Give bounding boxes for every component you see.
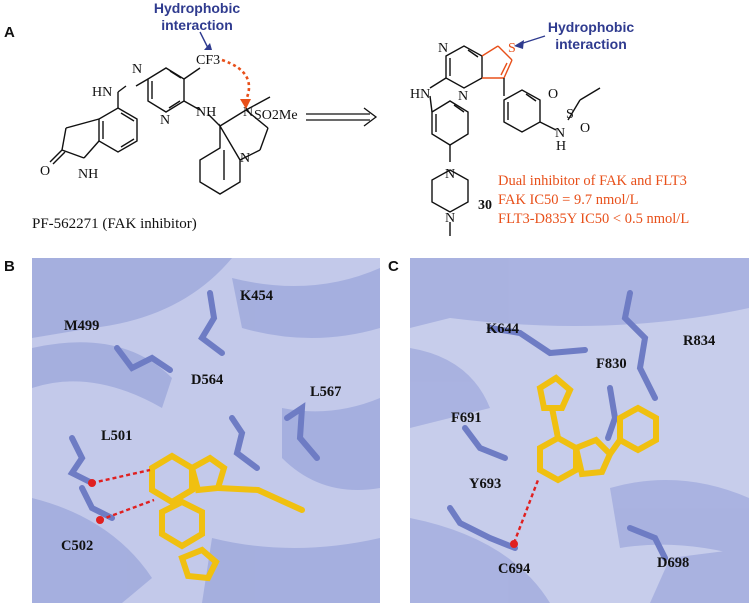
panel-b-ligand: [149, 452, 305, 582]
atom-so2me: SO2Me: [254, 108, 298, 123]
atom-n4: N: [240, 151, 250, 166]
hydrophobic-label-left-line2: interaction: [161, 17, 233, 33]
atom-nh2: NH: [78, 167, 98, 182]
hydrophobic-label-left: Hydrophobic interaction: [132, 0, 262, 34]
atom30-n4: N: [445, 211, 455, 226]
panel-b-hbonds: [91, 468, 155, 522]
panel-b-scene: [32, 258, 380, 603]
panel-a-label: A: [4, 24, 15, 41]
atom-hn: HN: [92, 85, 112, 100]
residue-c694: C694: [498, 561, 531, 577]
atom30-s: S: [508, 41, 516, 56]
panel-c-label: C: [388, 258, 399, 275]
atom30-n1: N: [438, 41, 448, 56]
panel-c-protein-sticks: [447, 290, 668, 561]
residue-c502: C502: [61, 538, 94, 554]
panel-c-ribbons: [410, 258, 749, 603]
residue-y693: Y693: [469, 476, 502, 492]
panel-c-render: [410, 258, 749, 603]
atom30-hn: HN: [410, 87, 430, 102]
activity-line-1: Dual inhibitor of FAK and FLT3: [498, 173, 687, 189]
panel-b-render: [32, 258, 380, 603]
panel-c-scene: [410, 258, 749, 603]
atom30-n2: N: [458, 89, 468, 104]
compound30-structure: [429, 45, 601, 236]
activity-block: Dual inhibitor of FAK and FLT3 FAK IC50 …: [498, 172, 689, 229]
residue-d564: D564: [191, 372, 224, 388]
compound30-atoms: N N S HN N N N H S O O: [410, 41, 590, 226]
hydrophobic-arc-head: [240, 99, 251, 109]
residue-r834: R834: [683, 333, 716, 349]
residue-k454: K454: [240, 288, 274, 304]
hydrophobic-arrow-right: [519, 35, 546, 45]
hydrophobic-label-left-line1: Hydrophobic: [153, 0, 241, 16]
panel-b-ribbons: [32, 258, 380, 603]
atom-cf3: CF3: [196, 53, 220, 68]
compound-number: 30: [478, 198, 492, 213]
residue-f691: F691: [451, 410, 482, 426]
panel-c-o-atom: [510, 540, 518, 548]
atom30-h: H: [556, 139, 566, 154]
panel-b-o-atom-2: [96, 516, 104, 524]
hydrophobic-label-right: Hydrophobic interaction: [526, 19, 656, 53]
pf562271-structure: [49, 67, 271, 195]
residue-l501: L501: [101, 428, 133, 444]
atom30-n5: N: [555, 126, 565, 141]
reaction-arrow: [306, 107, 378, 127]
residue-f830: F830: [596, 356, 627, 372]
panel-b-protein-sticks: [67, 290, 320, 521]
residue-d698: D698: [657, 555, 690, 571]
atom-o: O: [40, 164, 50, 179]
atom-n2: N: [160, 113, 170, 128]
hydrophobic-arrowhead-right: [514, 40, 524, 49]
hydrophobic-arrow-left: [199, 31, 209, 49]
hydrophobic-label-right-line1: Hydrophobic: [547, 19, 635, 35]
panel-c-hbond: [512, 479, 540, 544]
atom-n1: N: [132, 62, 142, 77]
atom-n3: N: [243, 105, 253, 120]
panel-b-o-atom-1: [88, 479, 96, 487]
hydrophobic-label-right-line2: interaction: [555, 36, 627, 52]
activity-line-3: FLT3-D835Y IC50 < 0.5 nmol/L: [498, 211, 690, 227]
atom30-s2: S: [566, 107, 574, 122]
pf562271-caption: PF-562271 (FAK inhibitor): [32, 216, 197, 232]
panel-c-ligand: [536, 374, 659, 484]
residue-m499: M499: [64, 318, 100, 334]
chemical-structures: N N CF3 HN NH N SO2Me N O NH: [40, 31, 601, 236]
hydrophobic-arrowhead-left: [204, 43, 212, 50]
activity-line-2: FAK IC50 = 9.7 nmol/L: [498, 192, 639, 208]
atom30-n3: N: [445, 167, 455, 182]
residue-k644: K644: [486, 321, 520, 337]
residue-l567: L567: [310, 384, 342, 400]
atom30-o1: O: [548, 87, 558, 102]
panel-b-label: B: [4, 258, 15, 275]
atom30-o2: O: [580, 121, 590, 136]
atom-nh: NH: [196, 105, 216, 120]
hydrophobic-dotted-arc: [221, 58, 251, 101]
pf562271-atoms: N N CF3 HN NH N SO2Me N O NH: [40, 53, 298, 182]
